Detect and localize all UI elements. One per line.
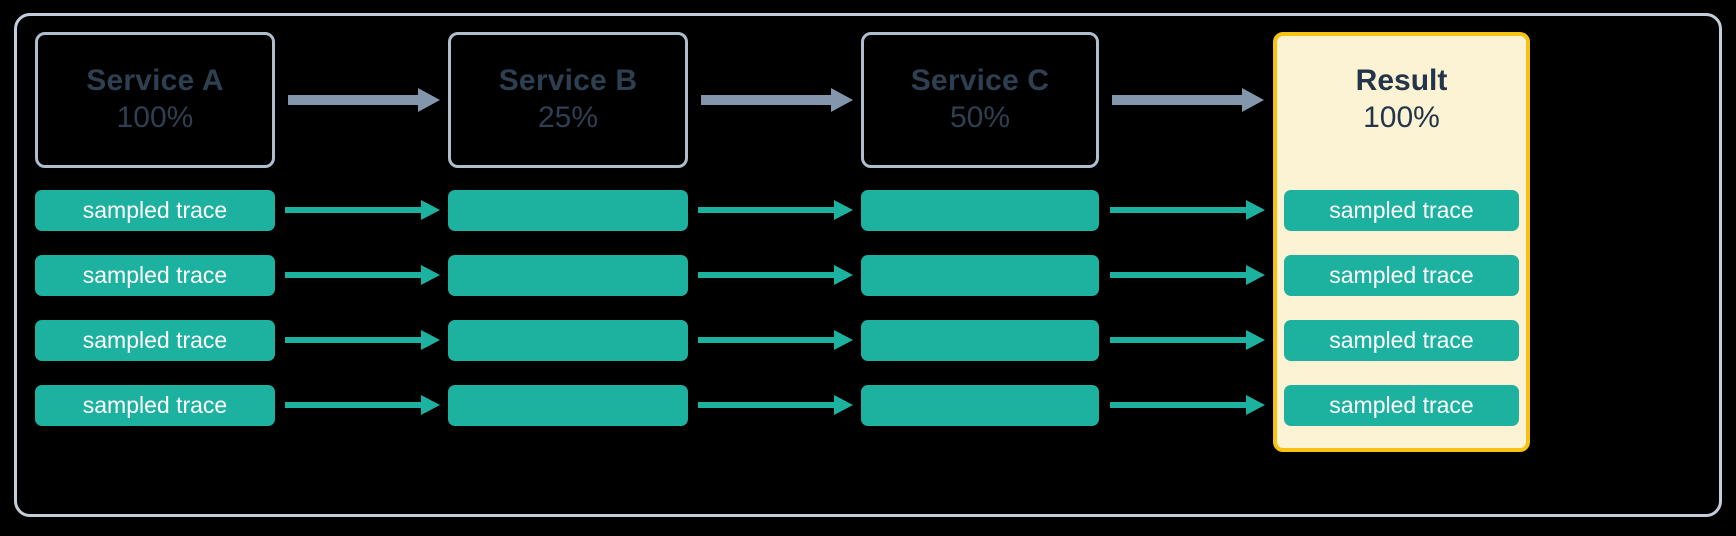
teal-arrow-head [834,265,853,285]
teal-arrow-shaft [1110,402,1246,408]
trace-bar[interactable] [861,190,1099,231]
teal-arrow-head [834,395,853,415]
teal-arrow [1110,200,1265,220]
teal-arrow [698,265,853,285]
trace-label: sampled trace [82,197,228,223]
teal-arrow-head [1246,395,1265,415]
trace-bar-result[interactable]: sampled trace [1284,320,1519,361]
trace-bar[interactable]: sampled trace [35,255,275,296]
trace-label: sampled trace [82,392,228,418]
service-a-percent: 100% [116,101,194,135]
gray-arrow-shaft [288,95,418,105]
trace-label: sampled trace [1329,392,1474,418]
result-title: Result [1355,63,1448,97]
service-box-c[interactable]: Service C 50% [861,32,1099,168]
trace-bar[interactable] [448,255,688,296]
gray-arrow-head [1242,88,1264,112]
gray-arrow-a-to-b [288,88,440,112]
trace-bar[interactable] [861,320,1099,361]
teal-arrow-shaft [698,402,834,408]
trace-label: sampled trace [1329,197,1474,223]
teal-arrow-shaft [285,272,421,278]
teal-arrow-shaft [698,337,834,343]
teal-arrow-shaft [698,207,834,213]
teal-arrow-head [834,200,853,220]
diagram-outer-frame [14,13,1722,517]
teal-arrow-head [1246,265,1265,285]
gray-arrow-head [418,88,440,112]
teal-arrow-head [1246,330,1265,350]
trace-bar-result[interactable]: sampled trace [1284,255,1519,296]
teal-arrow-head [421,200,440,220]
teal-arrow-shaft [1110,272,1246,278]
trace-label: sampled trace [1329,327,1474,353]
teal-arrow-head [834,330,853,350]
gray-arrow-c-to-result [1112,88,1264,112]
trace-bar[interactable] [861,385,1099,426]
service-c-percent: 50% [949,101,1011,135]
teal-arrow-head [421,395,440,415]
teal-arrow [698,330,853,350]
gray-arrow-shaft [701,95,831,105]
trace-label: sampled trace [82,262,228,288]
service-c-title: Service C [910,63,1050,97]
teal-arrow-head [421,330,440,350]
trace-bar-result[interactable]: sampled trace [1284,190,1519,231]
service-box-a[interactable]: Service A 100% [35,32,275,168]
service-b-percent: 25% [537,101,599,135]
trace-bar[interactable] [448,320,688,361]
trace-bar[interactable]: sampled trace [35,385,275,426]
service-b-title: Service B [498,63,638,97]
result-box[interactable]: Result 100% [1273,40,1530,160]
teal-arrow [285,200,440,220]
teal-arrow [1110,395,1265,415]
result-percent: 100% [1363,101,1440,135]
gray-arrow-b-to-c [701,88,853,112]
trace-bar-result[interactable]: sampled trace [1284,385,1519,426]
teal-arrow [285,330,440,350]
teal-arrow-shaft [1110,337,1246,343]
teal-arrow-head [1246,200,1265,220]
trace-bar[interactable]: sampled trace [35,190,275,231]
teal-arrow [285,265,440,285]
teal-arrow [1110,330,1265,350]
result-highlight-column [1273,32,1530,452]
teal-arrow-shaft [285,337,421,343]
trace-bar[interactable] [448,385,688,426]
teal-arrow [698,200,853,220]
gray-arrow-shaft [1112,95,1242,105]
trace-bar[interactable] [861,255,1099,296]
teal-arrow-shaft [698,272,834,278]
trace-label: sampled trace [82,327,228,353]
service-a-title: Service A [86,63,224,97]
trace-bar[interactable]: sampled trace [35,320,275,361]
service-box-b[interactable]: Service B 25% [448,32,688,168]
teal-arrow [698,395,853,415]
teal-arrow [285,395,440,415]
teal-arrow-shaft [285,402,421,408]
teal-arrow-shaft [1110,207,1246,213]
trace-label: sampled trace [1329,262,1474,288]
teal-arrow [1110,265,1265,285]
gray-arrow-head [831,88,853,112]
trace-bar[interactable] [448,190,688,231]
teal-arrow-head [421,265,440,285]
teal-arrow-shaft [285,207,421,213]
